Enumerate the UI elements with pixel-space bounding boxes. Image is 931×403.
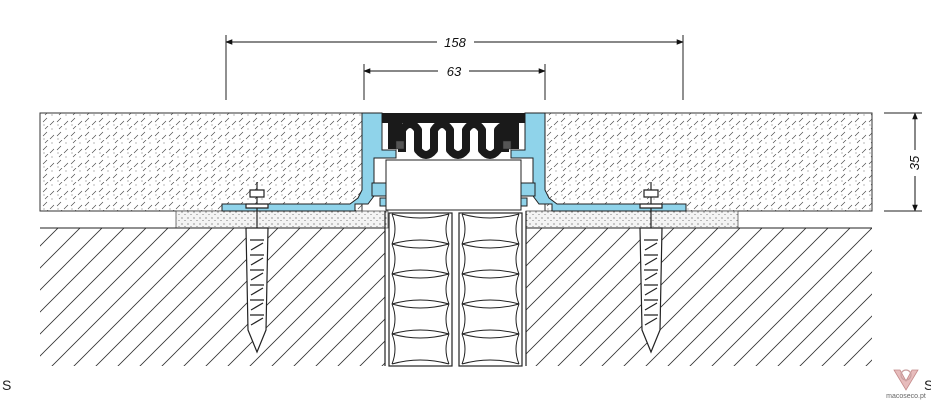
dimension-joint-width: 63 xyxy=(363,64,546,100)
rubber-seal xyxy=(382,113,525,159)
dimension-height: 35 xyxy=(884,112,922,212)
joint-width-label: 63 xyxy=(447,64,462,79)
logo-icon xyxy=(893,369,919,391)
dimension-overall-width: 158 xyxy=(225,35,684,100)
watermark-logo: macoseco.pt xyxy=(884,366,928,402)
corner-label-left: S xyxy=(2,377,12,393)
overall-width-label: 158 xyxy=(444,35,466,50)
height-label: 35 xyxy=(907,155,922,170)
corner-label-right: S xyxy=(924,377,931,393)
insulation-filler xyxy=(388,212,523,367)
watermark-text: macoseco.pt xyxy=(886,393,926,400)
anchor-bolt-icon xyxy=(245,182,269,354)
screed-layer xyxy=(39,112,873,212)
aluminium-profile-left xyxy=(221,112,397,212)
anchor-bolt-icon xyxy=(639,182,663,354)
profile-cavity xyxy=(385,159,522,211)
concrete-slab xyxy=(40,211,872,366)
mortar-bed xyxy=(175,210,739,229)
